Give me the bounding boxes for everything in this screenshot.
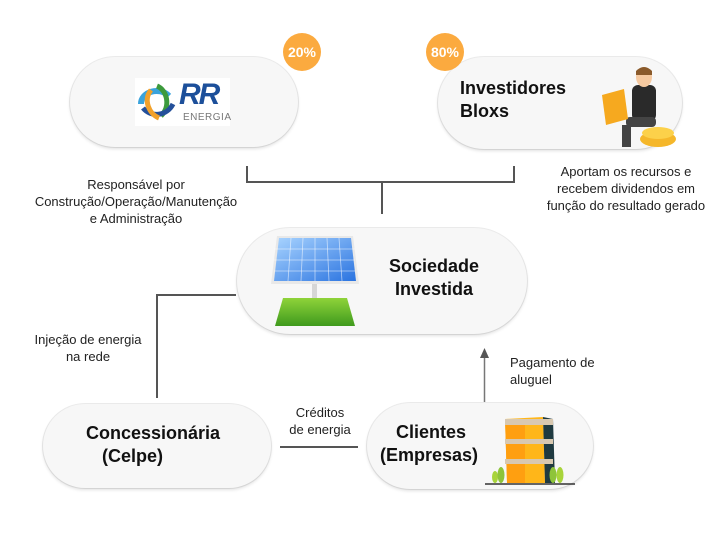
node-rr-energia[interactable]: RR ENERGIA — [70, 57, 298, 147]
injection-label: Injeção de energia na rede — [20, 331, 156, 365]
node-clientes[interactable]: Clientes (Empresas) — [367, 403, 593, 489]
investidores-title-line2: Bloxs — [460, 101, 510, 121]
node-sociedade[interactable]: Sociedade Investida — [237, 228, 527, 334]
investor-role-line1: Aportam os recursos e — [560, 164, 692, 179]
node-investidores[interactable]: Investidores Bloxs — [438, 57, 682, 149]
office-building-icon — [485, 417, 575, 485]
rr-logo-text: RR — [179, 78, 220, 111]
rent-label: Pagamento de aluguel — [510, 354, 595, 388]
rr-role-line1: Responsável por — [87, 177, 185, 192]
share-badge-rr: 20% — [283, 33, 321, 71]
rr-role-line3: e Administração — [89, 211, 183, 226]
solar-panel-icon — [271, 236, 359, 326]
credits-line2: de energia — [289, 422, 351, 437]
concessionaria-title-line1: Concessionária — [86, 423, 221, 443]
rr-swirl-icon — [138, 83, 176, 121]
investor-role-line2: recebem dividendos em — [556, 181, 696, 196]
clientes-title-line1: Clientes — [396, 422, 467, 442]
connector-left-horizontal — [156, 294, 236, 296]
credits-label: Créditos de energia — [280, 404, 360, 438]
investidores-title-line1: Investidores — [460, 78, 567, 98]
node-concessionaria[interactable]: Concessionária (Celpe) — [43, 404, 271, 488]
connector-top-center-drop — [381, 181, 383, 214]
concessionaria-title-line2: (Celpe) — [102, 446, 164, 466]
connector-top-bar — [246, 181, 515, 183]
investor-role-line3: função do resultado gerado — [546, 198, 706, 213]
rent-arrow — [480, 348, 489, 408]
investor-role-label: Aportam os recursos e recebem dividendos… — [532, 163, 720, 214]
injection-line2: na rede — [65, 349, 111, 364]
sociedade-title-line2: Investida — [395, 279, 474, 299]
connector-credits — [280, 446, 358, 448]
rr-energia-logo: RR ENERGIA — [135, 78, 232, 126]
rr-role-label: Responsável por Construção/Operação/Manu… — [14, 176, 258, 227]
rent-line1: Pagamento de — [510, 355, 595, 370]
clientes-title-line2: (Empresas) — [380, 445, 479, 465]
sociedade-title-line1: Sociedade — [389, 256, 480, 276]
connector-top-right-drop — [513, 166, 515, 183]
rr-role-line2: Construção/Operação/Manutenção — [34, 194, 238, 209]
injection-line1: Injeção de energia — [34, 332, 142, 347]
credits-line1: Créditos — [295, 405, 345, 420]
connector-left-vertical — [156, 294, 158, 398]
rent-line2: aluguel — [510, 372, 552, 387]
investor-laptop-icon — [602, 67, 676, 147]
share-badge-investidores: 80% — [426, 33, 464, 71]
connector-top-left-drop — [246, 166, 248, 183]
rr-logo-subtext: ENERGIA — [183, 112, 232, 123]
